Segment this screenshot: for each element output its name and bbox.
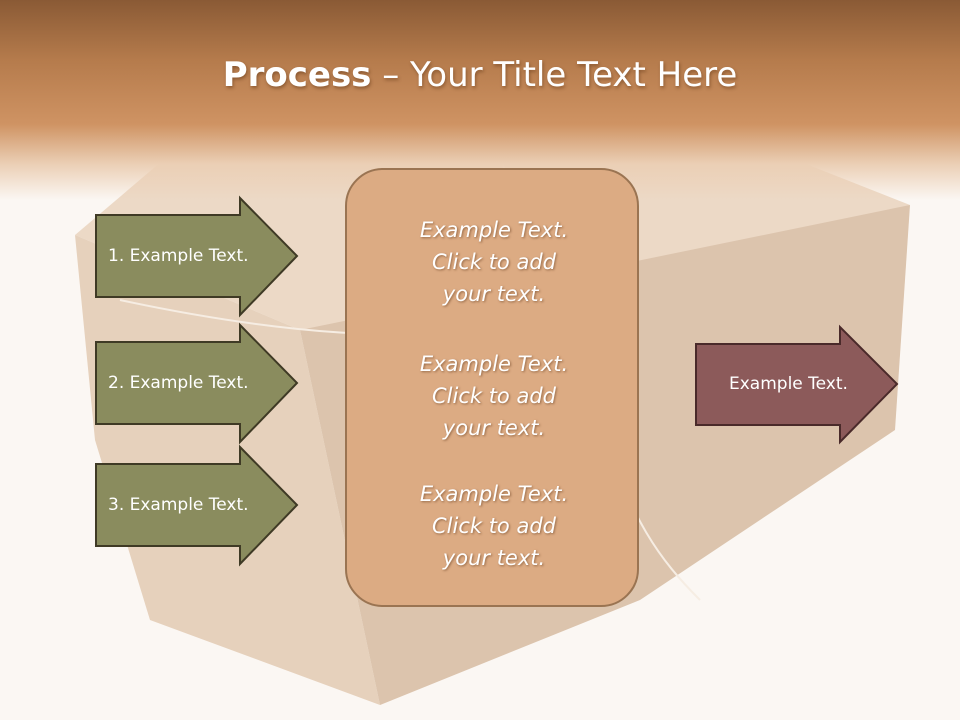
input-arrow-1-label: 1. Example Text. [108, 246, 249, 266]
center-text-line: your text. [442, 416, 546, 440]
input-arrow-3[interactable] [95, 444, 299, 567]
input-arrow-2[interactable] [95, 322, 299, 445]
center-text-line: Click to add [431, 384, 556, 408]
center-text-line: Example Text. [419, 352, 569, 376]
center-text-line: your text. [442, 546, 546, 570]
input-arrow-3-label: 3. Example Text. [108, 495, 249, 515]
slide-title: Process – Your Title Text Here [0, 52, 960, 98]
center-text-line: Example Text. [419, 218, 569, 242]
input-arrow-2-label: 2. Example Text. [108, 373, 249, 393]
center-text-block-1: Example Text. Click to add your text. [347, 214, 641, 310]
center-text-block-2: Example Text. Click to add your text. [347, 348, 641, 444]
output-arrow[interactable] [695, 324, 899, 445]
header-band [0, 0, 960, 200]
slide-title-rest: – Your Title Text Here [371, 55, 738, 95]
center-text-line: your text. [442, 282, 546, 306]
center-text-line: Click to add [431, 250, 556, 274]
output-arrow-label: Example Text. [729, 374, 848, 394]
center-text-line: Click to add [431, 514, 556, 538]
center-text-block-3: Example Text. Click to add your text. [347, 478, 641, 574]
center-process-box[interactable]: Example Text. Click to add your text. Ex… [345, 168, 639, 607]
slide-title-bold: Process [222, 55, 372, 95]
center-text-line: Example Text. [419, 482, 569, 506]
input-arrow-1[interactable] [95, 195, 299, 318]
